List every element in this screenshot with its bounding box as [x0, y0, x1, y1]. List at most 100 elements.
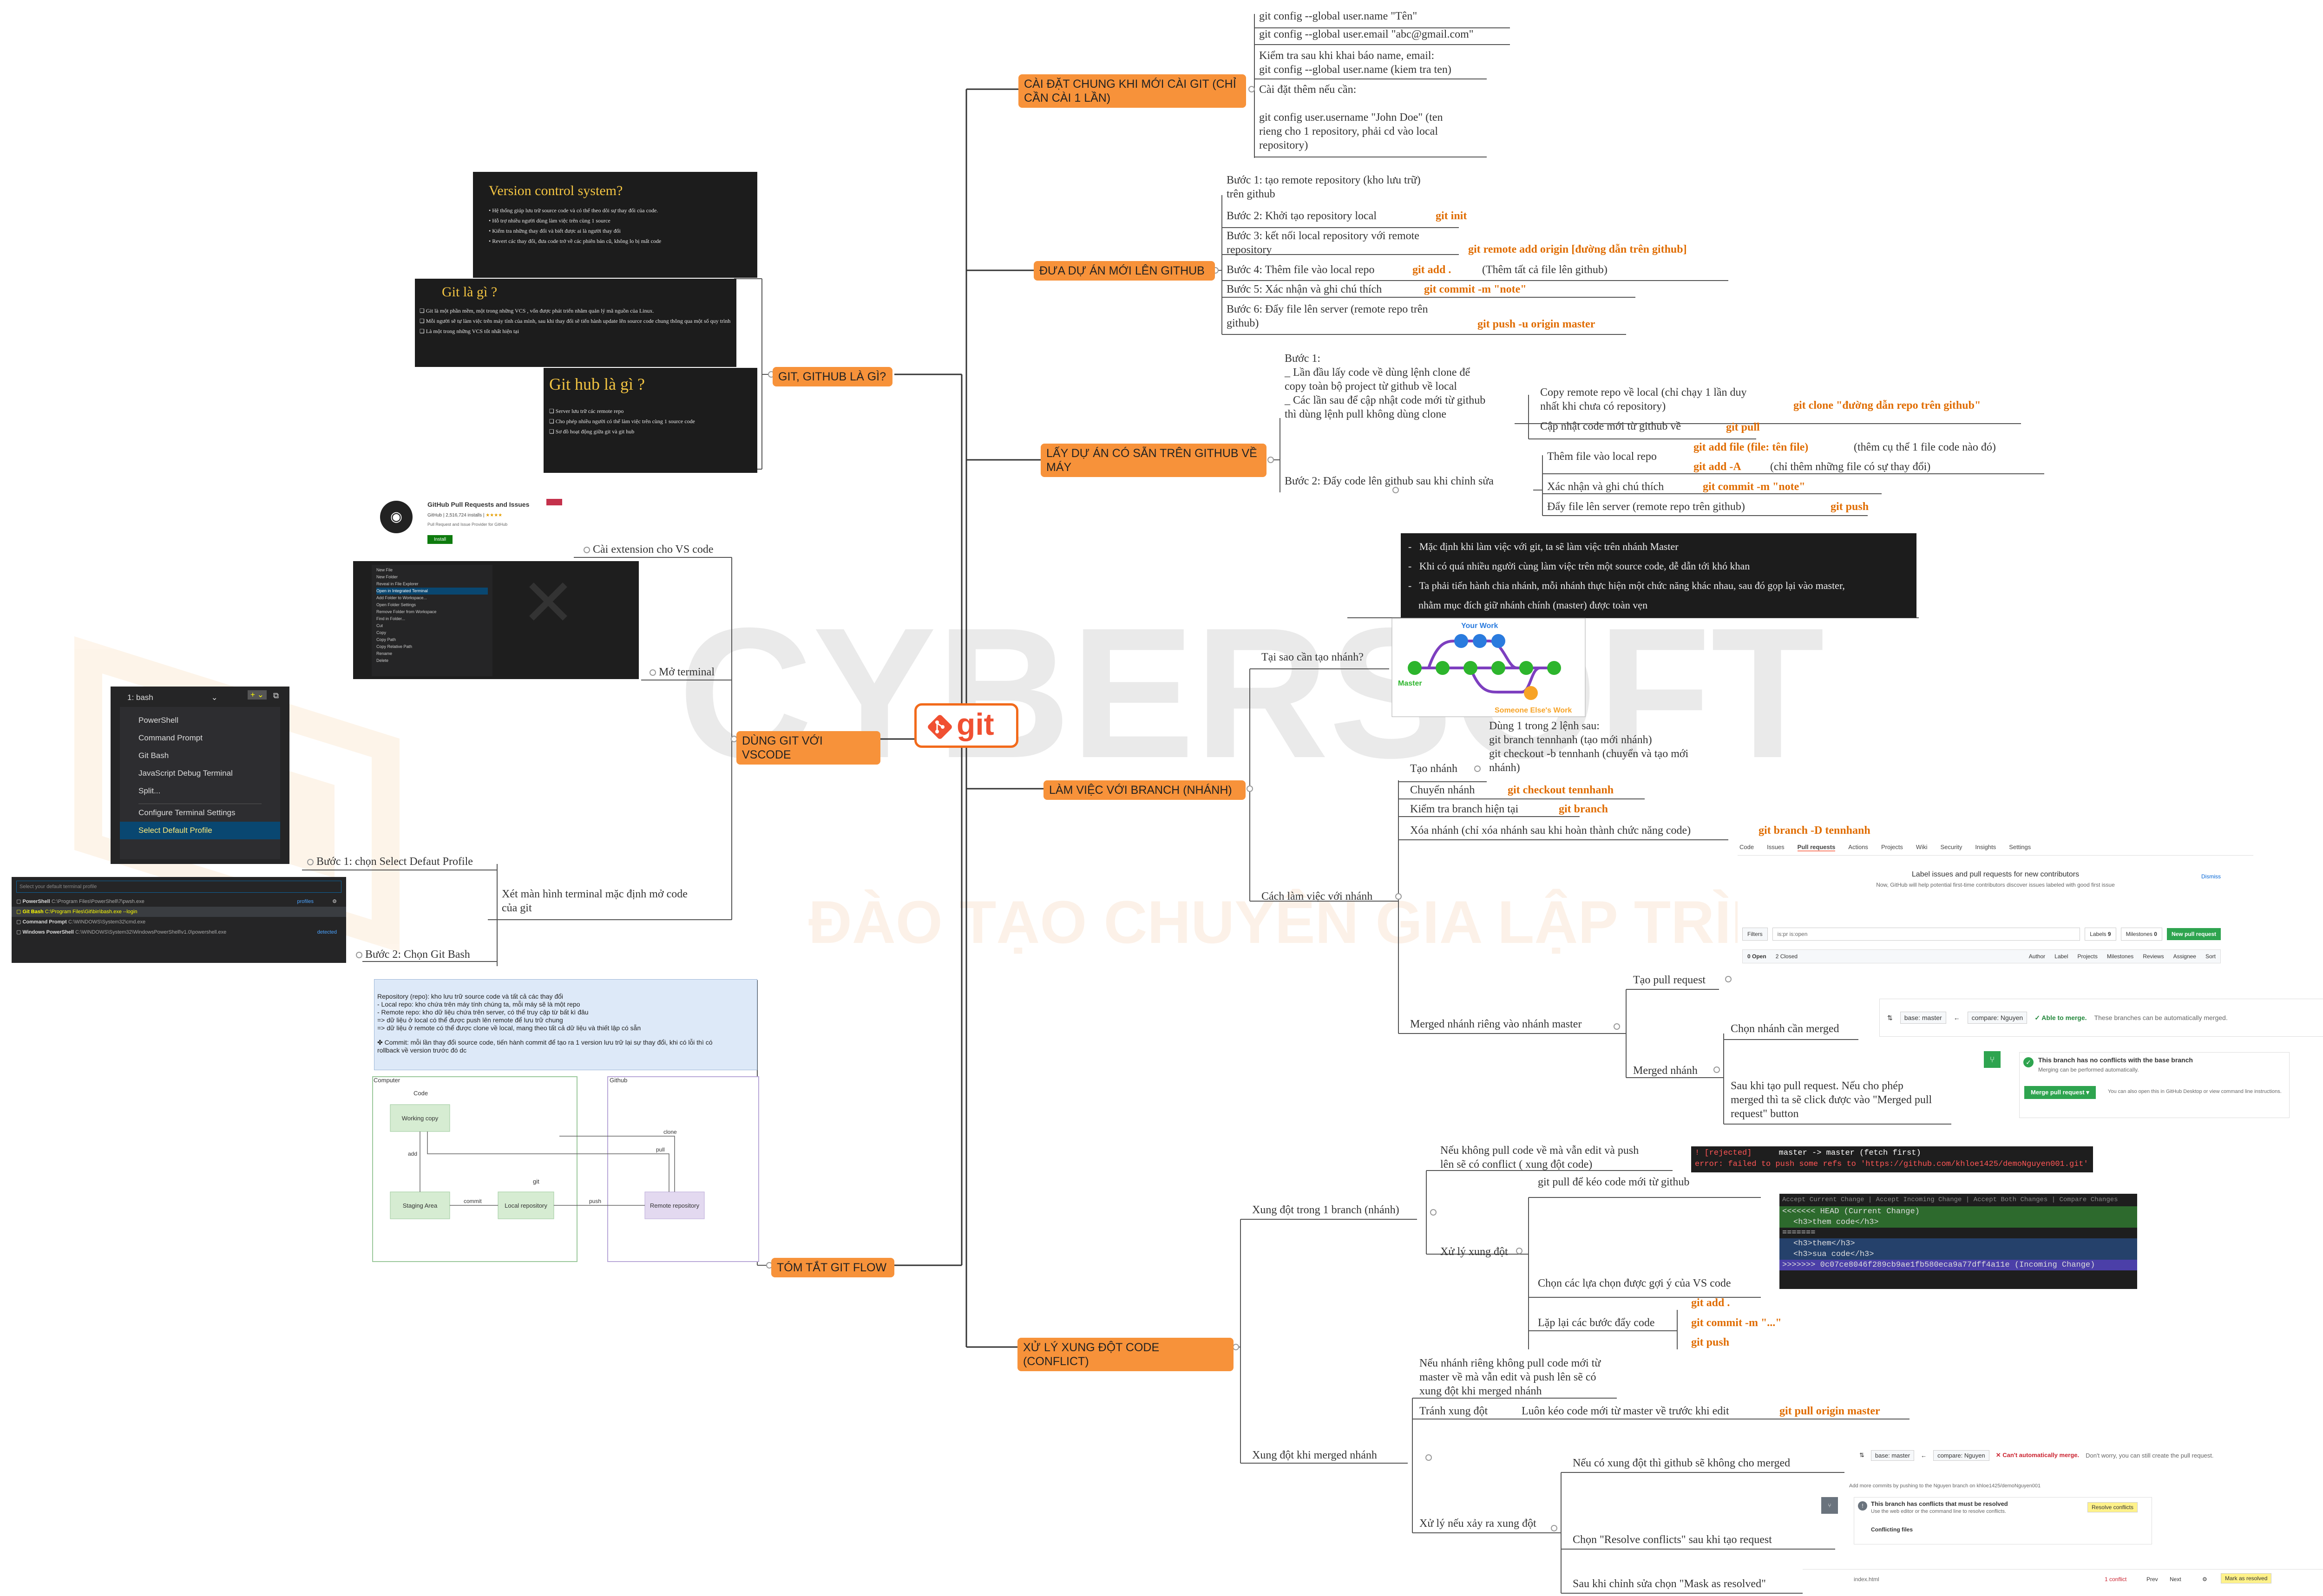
profile-search-input[interactable]: Select your default terminal profile — [16, 881, 341, 893]
conflict-handle-1: git pull để kéo code mới từ github — [1538, 1176, 1690, 1188]
tab-issues[interactable]: Issues — [1767, 844, 1785, 850]
base-branch-select[interactable]: base: master — [1900, 1012, 1946, 1024]
shell-item-powershell[interactable]: PowerShell — [138, 716, 178, 725]
branch-why-line-3: - Ta phải tiến hành chia nhánh, mỗi nhán… — [1408, 580, 1845, 591]
profile-row[interactable]: ▢ Command Prompt C:\WINDOWS\System32\cmd… — [16, 919, 146, 925]
base-branch-select[interactable]: base: master — [1870, 1450, 1915, 1461]
terminal-dropdown[interactable]: 1: bash ⌄ — [127, 693, 218, 702]
configure-terminal-item[interactable]: Configure Terminal Settings — [138, 804, 262, 822]
tab-insights[interactable]: Insights — [1975, 844, 1996, 850]
milestones-filter[interactable]: Milestones — [2106, 953, 2134, 960]
topic-vscode[interactable]: DÙNG GIT VỚI VSCODE — [736, 731, 880, 765]
topic-what-is[interactable]: GIT, GITHUB LÀ GÌ? — [773, 367, 892, 386]
menu-item[interactable]: Copy Path — [376, 637, 396, 642]
new-pull-request-button[interactable]: New pull request — [2166, 928, 2221, 940]
topic-conflict[interactable]: XỬ LÝ XUNG ĐỘT CODE (CONFLICT) — [1017, 1338, 1234, 1371]
tab-security[interactable]: Security — [1940, 844, 1962, 850]
repository-note: Repository (repo): kho lưu trữ source co… — [374, 979, 757, 1070]
assignee-filter[interactable]: Assignee — [2173, 953, 2196, 960]
topic-branch[interactable]: LÀM VIỆC VỚI BRANCH (NHÁNH) — [1043, 780, 1246, 800]
merge-pull-request-button[interactable]: Merge pull request ▾ — [2024, 1086, 2096, 1099]
menu-item[interactable]: Delete — [376, 658, 389, 663]
pr-label-sub: Now, GitHub will help potential first-ti… — [1876, 882, 2115, 888]
tab-actions[interactable]: Actions — [1848, 844, 1868, 850]
branch-delete: Xóa nhánh (chỉ xóa nhánh sau khi hoàn th… — [1410, 824, 1691, 837]
reviews-filter[interactable]: Reviews — [2143, 953, 2164, 960]
menu-item[interactable]: New Folder — [376, 575, 398, 579]
tab-projects[interactable]: Projects — [1881, 844, 1903, 850]
pull-add-all-note: (chỉ thêm những file có sự thay đổi) — [1770, 461, 1931, 473]
vscode-ext-label: Cài extension cho VS code — [581, 543, 714, 556]
push-step6-a: Bước 6: Đẩy file lên server (remote repo… — [1227, 303, 1428, 315]
tab-pull-requests[interactable]: Pull requests — [1797, 844, 1836, 851]
split-terminal-icon[interactable]: ⧉ — [273, 691, 279, 700]
staging-area: Staging Area — [403, 1202, 438, 1209]
projects-filter[interactable]: Projects — [2077, 953, 2098, 960]
vscode-context-menu-screenshot: New File New Folder Reveal in File Explo… — [353, 561, 639, 679]
profile-row[interactable]: ▢ PowerShell C:\Program Files\PowerShell… — [16, 899, 337, 904]
filters-button[interactable]: Filters — [1742, 928, 1768, 941]
profile-row-git-bash[interactable]: ▢ Git Bash C:\Program Files\Git\bin\bash… — [12, 907, 346, 917]
open-terminal-label: Mở terminal — [647, 665, 715, 679]
able-to-merge-detail: These branches can be automatically merg… — [2094, 1014, 2228, 1021]
prev-button[interactable]: Prev — [2146, 1576, 2158, 1583]
sort-filter[interactable]: Sort — [2205, 953, 2216, 960]
shell-item-cmd[interactable]: Command Prompt — [138, 733, 203, 742]
pr-dismiss[interactable]: Dismiss — [2201, 873, 2221, 880]
topic-setup[interactable]: CÀI ĐẶT CHUNG KHI MỚI CÀI GIT (CHỈ CẦN C… — [1018, 74, 1246, 108]
shell-item-js-debug[interactable]: JavaScript Debug Terminal — [138, 769, 233, 778]
tab-settings[interactable]: Settings — [2009, 844, 2031, 850]
menu-item[interactable]: Reveal in File Explorer — [376, 582, 419, 586]
select-default-profile-item[interactable]: Select Default Profile — [120, 822, 280, 839]
next-button[interactable]: Next — [2170, 1576, 2181, 1583]
repeat-commit-cmd: git commit -m "..." — [1691, 1317, 1782, 1329]
conflict-current-code: <h3>them code</h3> — [1779, 1217, 2137, 1228]
compare-branch-select[interactable]: compare: Nguyen — [1967, 1012, 2028, 1024]
central-topic-git[interactable]: git — [914, 703, 1018, 748]
tab-code[interactable]: Code — [1739, 844, 1754, 850]
milestones-button[interactable]: Milestones 0 — [2120, 928, 2162, 941]
menu-item[interactable]: Add Folder to Workspace... — [376, 595, 427, 600]
git-bullet-1: ❏ Git là một phần mềm, một trong những V… — [420, 307, 654, 314]
menu-item[interactable]: Remove Folder from Workspace — [376, 609, 437, 614]
menu-item[interactable]: Cut — [376, 623, 383, 628]
menu-item[interactable]: Find in Folder... — [376, 616, 406, 621]
conflict-actions[interactable]: Accept Current Change | Accept Incoming … — [1782, 1196, 2118, 1204]
install-button[interactable]: Install — [427, 535, 453, 544]
new-terminal-plus-icon[interactable]: + ⌄ — [248, 690, 267, 700]
success-icon: ✓ — [2023, 1057, 2034, 1067]
setup-check-label: Kiểm tra sau khi khai báo name, email: — [1259, 50, 1435, 62]
resolve-conflicts-button[interactable]: Resolve conflicts — [2087, 1502, 2138, 1512]
conflicting-files-title: Conflicting files — [1871, 1526, 1913, 1533]
topic-flow[interactable]: TÓM TẮT GIT FLOW — [771, 1258, 894, 1277]
menu-item[interactable]: Copy Relative Path — [376, 644, 413, 649]
pr-open-count[interactable]: 0 Open — [1747, 953, 1766, 960]
menu-item[interactable]: Copy — [376, 630, 387, 635]
menu-item[interactable]: New File — [376, 568, 393, 572]
compare-branch-select[interactable]: compare: Nguyen — [1933, 1450, 1989, 1461]
pr-closed-count[interactable]: 2 Closed — [1775, 953, 1798, 960]
push-step1-b: trên github — [1227, 188, 1275, 200]
pr-search-input[interactable]: is:pr is:open — [1772, 928, 2080, 941]
topic-pull-existing[interactable]: LẤY DỰ ÁN CÓ SẴN TRÊN GITHUB VỀ MÁY — [1041, 444, 1266, 477]
profile-row[interactable]: ▢ Windows PowerShell C:\WINDOWS\System32… — [16, 929, 337, 935]
step2-label: Bước 2: Chọn Git Bash — [353, 948, 470, 962]
tab-wiki[interactable]: Wiki — [1916, 844, 1928, 850]
shell-item-git-bash[interactable]: Git Bash — [138, 751, 169, 760]
settings-icon[interactable]: ⚙ — [2202, 1576, 2207, 1583]
has-conflicts-sub: Use the web editor or the command line t… — [1871, 1509, 2007, 1514]
pull-label: pull — [656, 1146, 665, 1153]
clone-label: clone — [663, 1129, 677, 1135]
label-filter[interactable]: Label — [2054, 953, 2068, 960]
labels-button[interactable]: Labels 9 — [2085, 928, 2116, 941]
topic-push-new[interactable]: ĐƯA DỰ ÁN MỚI LÊN GITHUB — [1034, 261, 1215, 281]
author-filter[interactable]: Author — [2028, 953, 2046, 960]
menu-item[interactable]: Rename — [376, 651, 393, 656]
branch-why-panel: - Mặc định khi làm việc với git, ta sẽ l… — [1401, 533, 1916, 618]
diagram-your-work: Your Work — [1461, 622, 1498, 630]
menu-item-open-terminal[interactable]: Open in Integrated Terminal — [376, 588, 488, 595]
git-title: Git là gì ? — [442, 284, 498, 300]
mark-as-resolved-button[interactable]: Mark as resolved — [2221, 1573, 2272, 1583]
menu-item[interactable]: Open Folder Settings — [376, 602, 416, 607]
shell-item-split[interactable]: Split... — [138, 786, 161, 795]
